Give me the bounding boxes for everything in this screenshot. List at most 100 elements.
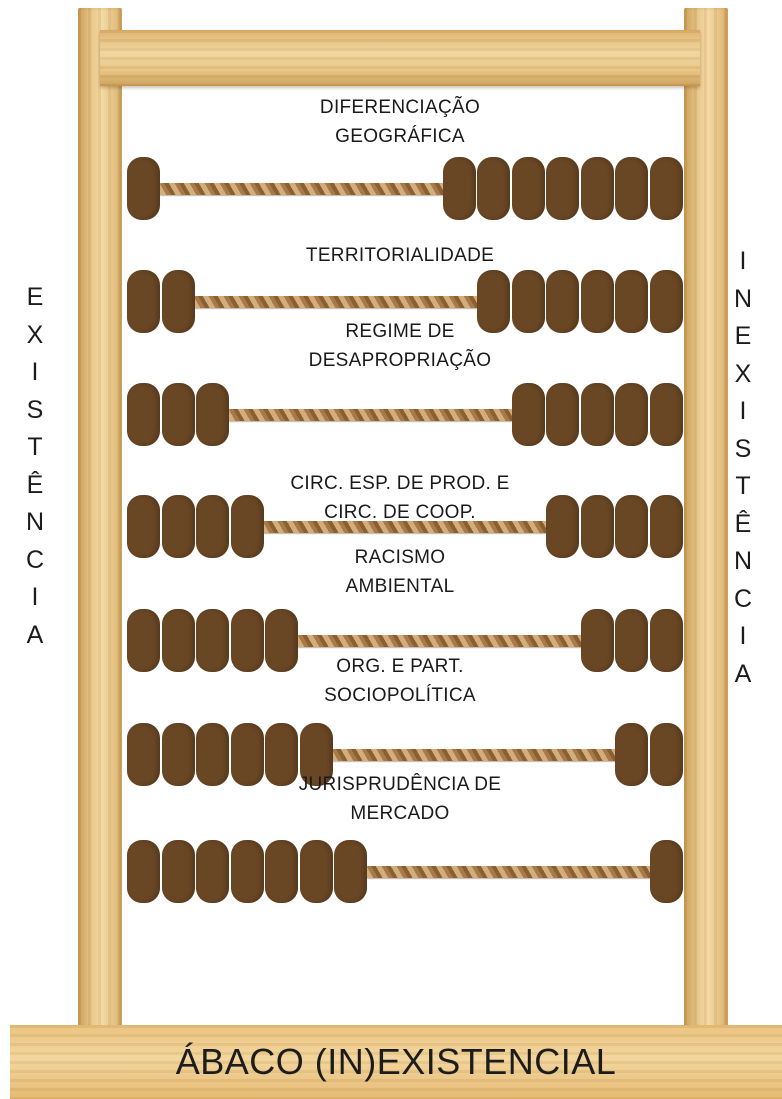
abacus-rod	[155, 183, 449, 195]
bead-right	[649, 495, 683, 558]
row-label-line: SOCIOPOLÍTICA	[324, 685, 476, 706]
right-label-letter: N	[733, 547, 753, 575]
bead-right	[615, 157, 648, 220]
bead-left	[196, 840, 229, 903]
frame-left-post	[78, 8, 122, 1028]
bead-left	[230, 840, 264, 903]
bead-left	[161, 723, 195, 786]
abacus-rod	[259, 521, 552, 533]
bead-right	[511, 270, 545, 333]
right-label-letter: T	[735, 472, 751, 500]
row-label-line: DIFERENCIAÇÃO	[319, 97, 481, 118]
bead-right	[477, 157, 510, 220]
bead-left	[196, 495, 229, 558]
right-label-letter: E	[734, 322, 752, 350]
left-label-letter: S	[26, 395, 44, 424]
bead-left	[230, 495, 264, 558]
abacus-rod	[293, 635, 587, 647]
bead-left	[127, 270, 160, 333]
bead-right	[580, 609, 614, 672]
bead-right	[511, 383, 545, 446]
abacus-rod	[328, 749, 621, 761]
right-label-letter: I	[739, 397, 747, 425]
bead-left	[161, 495, 195, 558]
bead-left	[161, 609, 195, 672]
frame-top-bar	[100, 30, 700, 86]
bead-right	[649, 840, 683, 903]
bead-left	[230, 723, 264, 786]
bead-right	[546, 157, 579, 220]
bead-left	[127, 840, 160, 903]
bead-right	[615, 609, 648, 672]
bead-right	[615, 270, 648, 333]
bead-left	[161, 840, 195, 903]
bead-left	[196, 723, 229, 786]
bead-left	[265, 723, 298, 786]
left-label-letter: C	[25, 545, 45, 574]
left-label-letter: A	[26, 620, 44, 649]
row-label-line: REGIME DE	[345, 321, 455, 342]
bead-right	[649, 383, 683, 446]
bead-right	[580, 383, 614, 446]
left-label-letter: T	[27, 433, 43, 461]
bead-left	[127, 609, 160, 672]
row-label-line: CIRC. DE COOP.	[324, 502, 476, 523]
abacus-title: ÁBACO (IN)EXISTENCIAL	[175, 1041, 617, 1082]
right-label-letter: I	[739, 622, 747, 650]
row-label: CIRC. ESP. DE PROD. E CIRC. DE COOP.	[200, 469, 600, 527]
frame-base: ÁBACO (IN)EXISTENCIAL	[10, 1025, 782, 1099]
bead-right	[615, 383, 648, 446]
bead-left	[127, 723, 160, 786]
left-label-letter: N	[25, 508, 45, 536]
row-label-line: ORG. E PART.	[336, 656, 464, 677]
frame-right-post	[684, 8, 728, 1028]
left-label-letter: I	[31, 358, 39, 386]
right-label-letter: S	[734, 434, 752, 463]
row-label: REGIME DE DESAPROPRIAÇÃO	[200, 317, 600, 375]
bead-left	[299, 840, 333, 903]
abacus-rod	[362, 866, 656, 878]
row-label-line: CIRC. ESP. DE PROD. E	[290, 473, 510, 494]
right-label-letter: A	[734, 659, 752, 688]
bead-right	[580, 157, 614, 220]
bead-right	[546, 495, 579, 558]
bead-left	[161, 270, 195, 333]
bead-left	[299, 723, 333, 786]
bead-right	[649, 609, 683, 672]
bead-left	[127, 495, 160, 558]
left-label-letter: I	[31, 583, 39, 611]
row-label-line: TERRITORIALIDADE	[305, 245, 495, 266]
bead-right	[615, 723, 648, 786]
abacus-rod	[224, 409, 518, 421]
right-label-letter: C	[733, 584, 753, 613]
bead-right	[649, 723, 683, 786]
bead-left	[161, 383, 195, 446]
bead-right	[477, 270, 510, 333]
right-label-letter: Ê	[734, 509, 752, 538]
row-label-line: DESAPROPRIAÇÃO	[308, 350, 492, 371]
row-label: DIFERENCIAÇÃO GEOGRÁFICA	[200, 93, 600, 151]
bead-left	[230, 609, 264, 672]
bead-right	[546, 383, 579, 446]
bead-right	[649, 157, 683, 220]
bead-left	[265, 609, 298, 672]
bead-right	[442, 157, 476, 220]
bead-left	[127, 157, 160, 220]
bead-left	[265, 840, 298, 903]
row-label-line: JURISPRUDÊNCIA DE	[298, 774, 502, 795]
bead-left	[334, 840, 367, 903]
row-label-line: RACISMO	[354, 547, 446, 568]
row-label-line: GEOGRÁFICA	[335, 126, 465, 147]
left-label-letter: Ê	[26, 470, 44, 499]
right-label-letter: X	[734, 359, 752, 388]
bead-right	[546, 270, 579, 333]
row-label: TERRITORIALIDADE	[200, 241, 600, 270]
abacus-rod	[190, 296, 483, 308]
bead-right	[649, 270, 683, 333]
bead-right	[580, 495, 614, 558]
bead-right	[580, 270, 614, 333]
right-label-letter: I	[739, 247, 747, 275]
